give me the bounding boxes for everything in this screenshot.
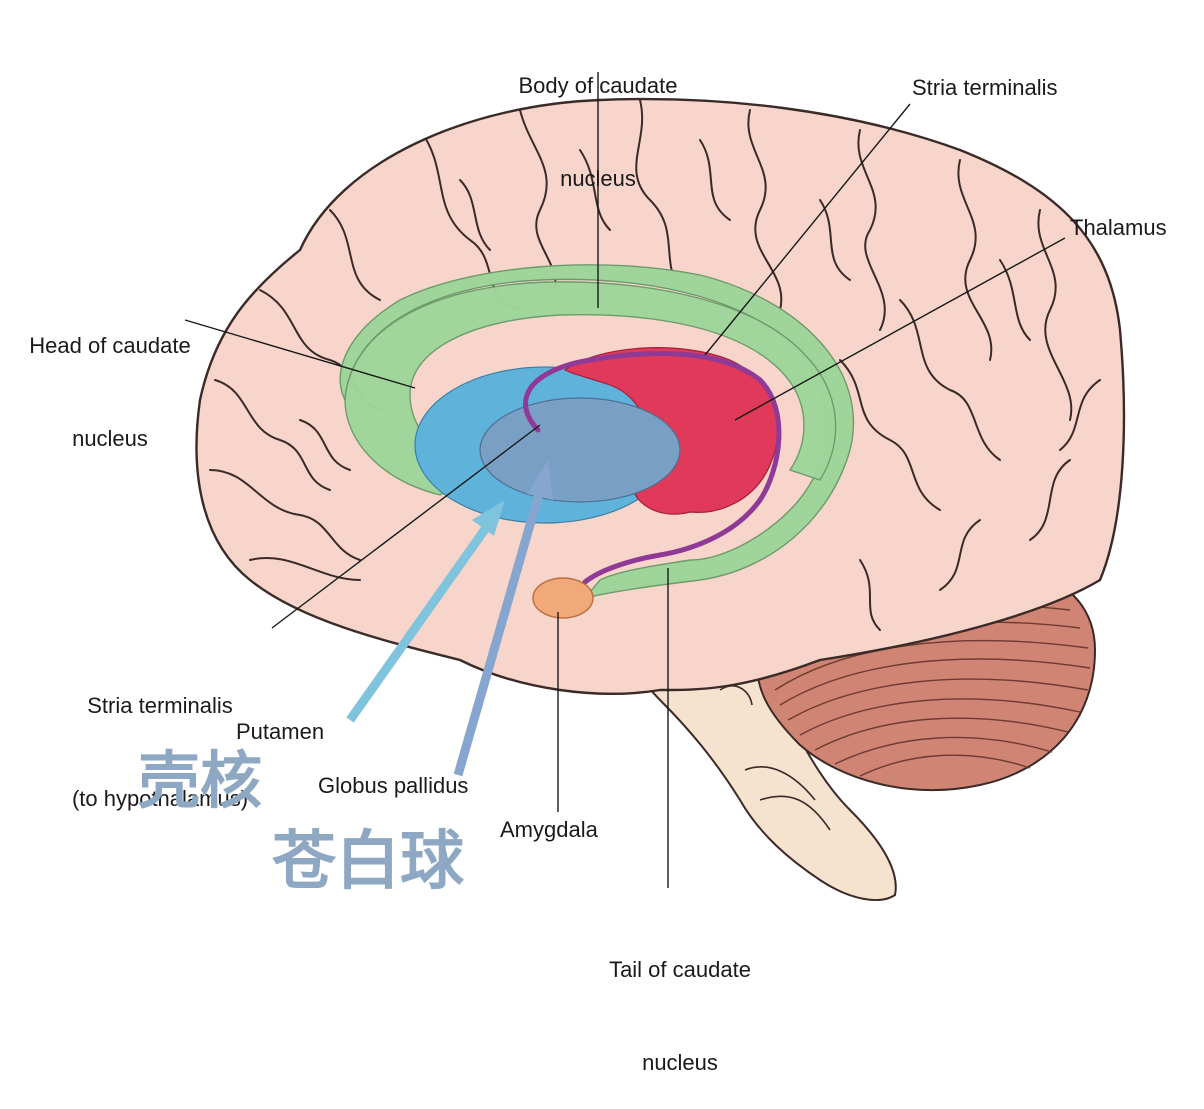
label-tail-caudate-line1: Tail of caudate bbox=[609, 957, 751, 982]
globus-pallidus-arrow bbox=[453, 460, 553, 777]
globus-pallidus-inner bbox=[500, 412, 620, 484]
brainstem-detail bbox=[719, 685, 831, 831]
label-putamen-cn: 壳核 bbox=[138, 744, 263, 817]
label-body-caudate-line1: Body of caudate bbox=[518, 73, 678, 98]
label-globus-pallidus: Globus pallidus bbox=[318, 773, 469, 798]
putamen-arrow bbox=[346, 500, 505, 723]
label-head-caudate-line2: nucleus bbox=[72, 426, 148, 451]
label-body-caudate-line2: nucleus bbox=[560, 166, 636, 191]
label-head-caudate-line1: Head of caudate bbox=[29, 333, 191, 358]
label-stria-hypothalamus-line1: Stria terminalis bbox=[87, 693, 233, 718]
label-amygdala: Amygdala bbox=[500, 817, 598, 842]
label-body-caudate: Body of caudate nucleus bbox=[478, 8, 718, 225]
label-tail-caudate-line2: nucleus bbox=[642, 1050, 718, 1075]
brain-illustration bbox=[184, 72, 1126, 901]
brain-diagram: Body of caudate nucleus Stria terminalis… bbox=[0, 8, 1167, 1075]
label-stria-terminalis: Stria terminalis bbox=[912, 75, 1058, 100]
label-stria-hypothalamus-line2: (to hypothalamus) bbox=[71, 786, 249, 811]
label-putamen: Putamen bbox=[236, 719, 325, 744]
leader-lines bbox=[184, 72, 1066, 888]
stria-terminalis bbox=[523, 351, 782, 585]
amygdala bbox=[532, 577, 594, 619]
label-globus-pallidus-cn: 苍白球 bbox=[272, 825, 464, 899]
label-head-caudate: Head of caudate nucleus bbox=[0, 268, 220, 485]
label-tail-caudate: Tail of caudate nucleus bbox=[565, 892, 795, 1109]
label-thalamus: Thalamus bbox=[1070, 215, 1167, 240]
label-stria-hypothalamus: Stria terminalis (to hypothalamus) bbox=[40, 628, 280, 845]
